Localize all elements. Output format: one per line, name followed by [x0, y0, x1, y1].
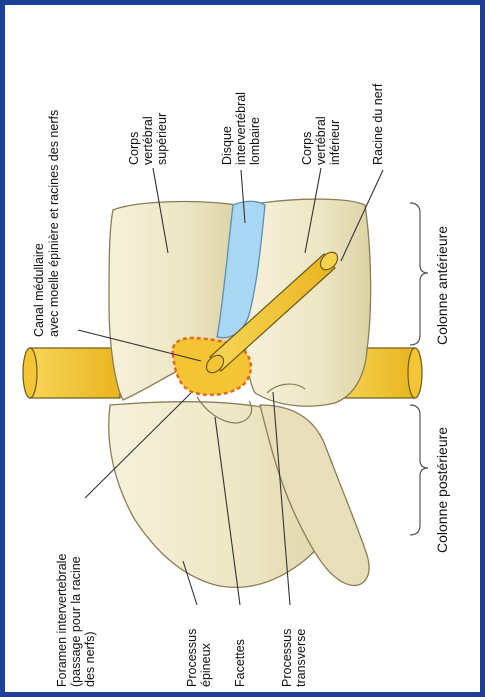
label-processus-epineux-line2: épineux: [200, 643, 213, 687]
label-facettes: Facettes: [234, 639, 247, 687]
label-corps-inferieur-line3: inférieur: [329, 120, 342, 165]
label-racine-du-nerf: Racine du nerf: [372, 84, 385, 165]
label-disque-line2: intervertébral: [235, 92, 248, 165]
label-corps-superieur-line3: supérieur: [156, 113, 169, 165]
label-corps-inferieur-line2: vertébral: [315, 116, 328, 165]
label-processus-transverse-line1: Processus: [281, 629, 294, 687]
label-canal-medullaire-line1: Canal médullaire: [33, 243, 46, 337]
label-disque-line1: Disque: [221, 126, 234, 165]
label-colonne-posterieure: Colonne postérieure: [435, 427, 450, 553]
nerve-stub-left: [23, 348, 120, 398]
label-foramen-line3: des nerfs): [84, 631, 97, 687]
label-canal-medullaire-line2: avec moelle épinière et racines des nerf…: [48, 110, 61, 337]
label-corps-superieur-line2: vertébral: [142, 116, 155, 165]
label-processus-epineux-line1: Processus: [186, 629, 199, 687]
label-processus-transverse-line2: transverse: [295, 629, 308, 687]
brace-colonne-anterieure: [410, 203, 428, 345]
label-foramen-line2: (passage pour la racine: [70, 556, 83, 687]
brace-colonne-posterieure: [410, 405, 428, 535]
label-disque-line3: lombaire: [249, 117, 262, 165]
label-corps-inferieur-line1: Corps: [301, 132, 314, 165]
diagram-frame: Canal médullaire avec moelle épinière et…: [5, 5, 480, 692]
label-corps-superieur-line1: Corps: [128, 132, 141, 165]
label-foramen-line1: Foramen intervertebrale: [56, 554, 69, 687]
label-colonne-anterieure: Colonne antérieure: [435, 226, 450, 345]
lower-vertebral-body: [244, 199, 370, 406]
